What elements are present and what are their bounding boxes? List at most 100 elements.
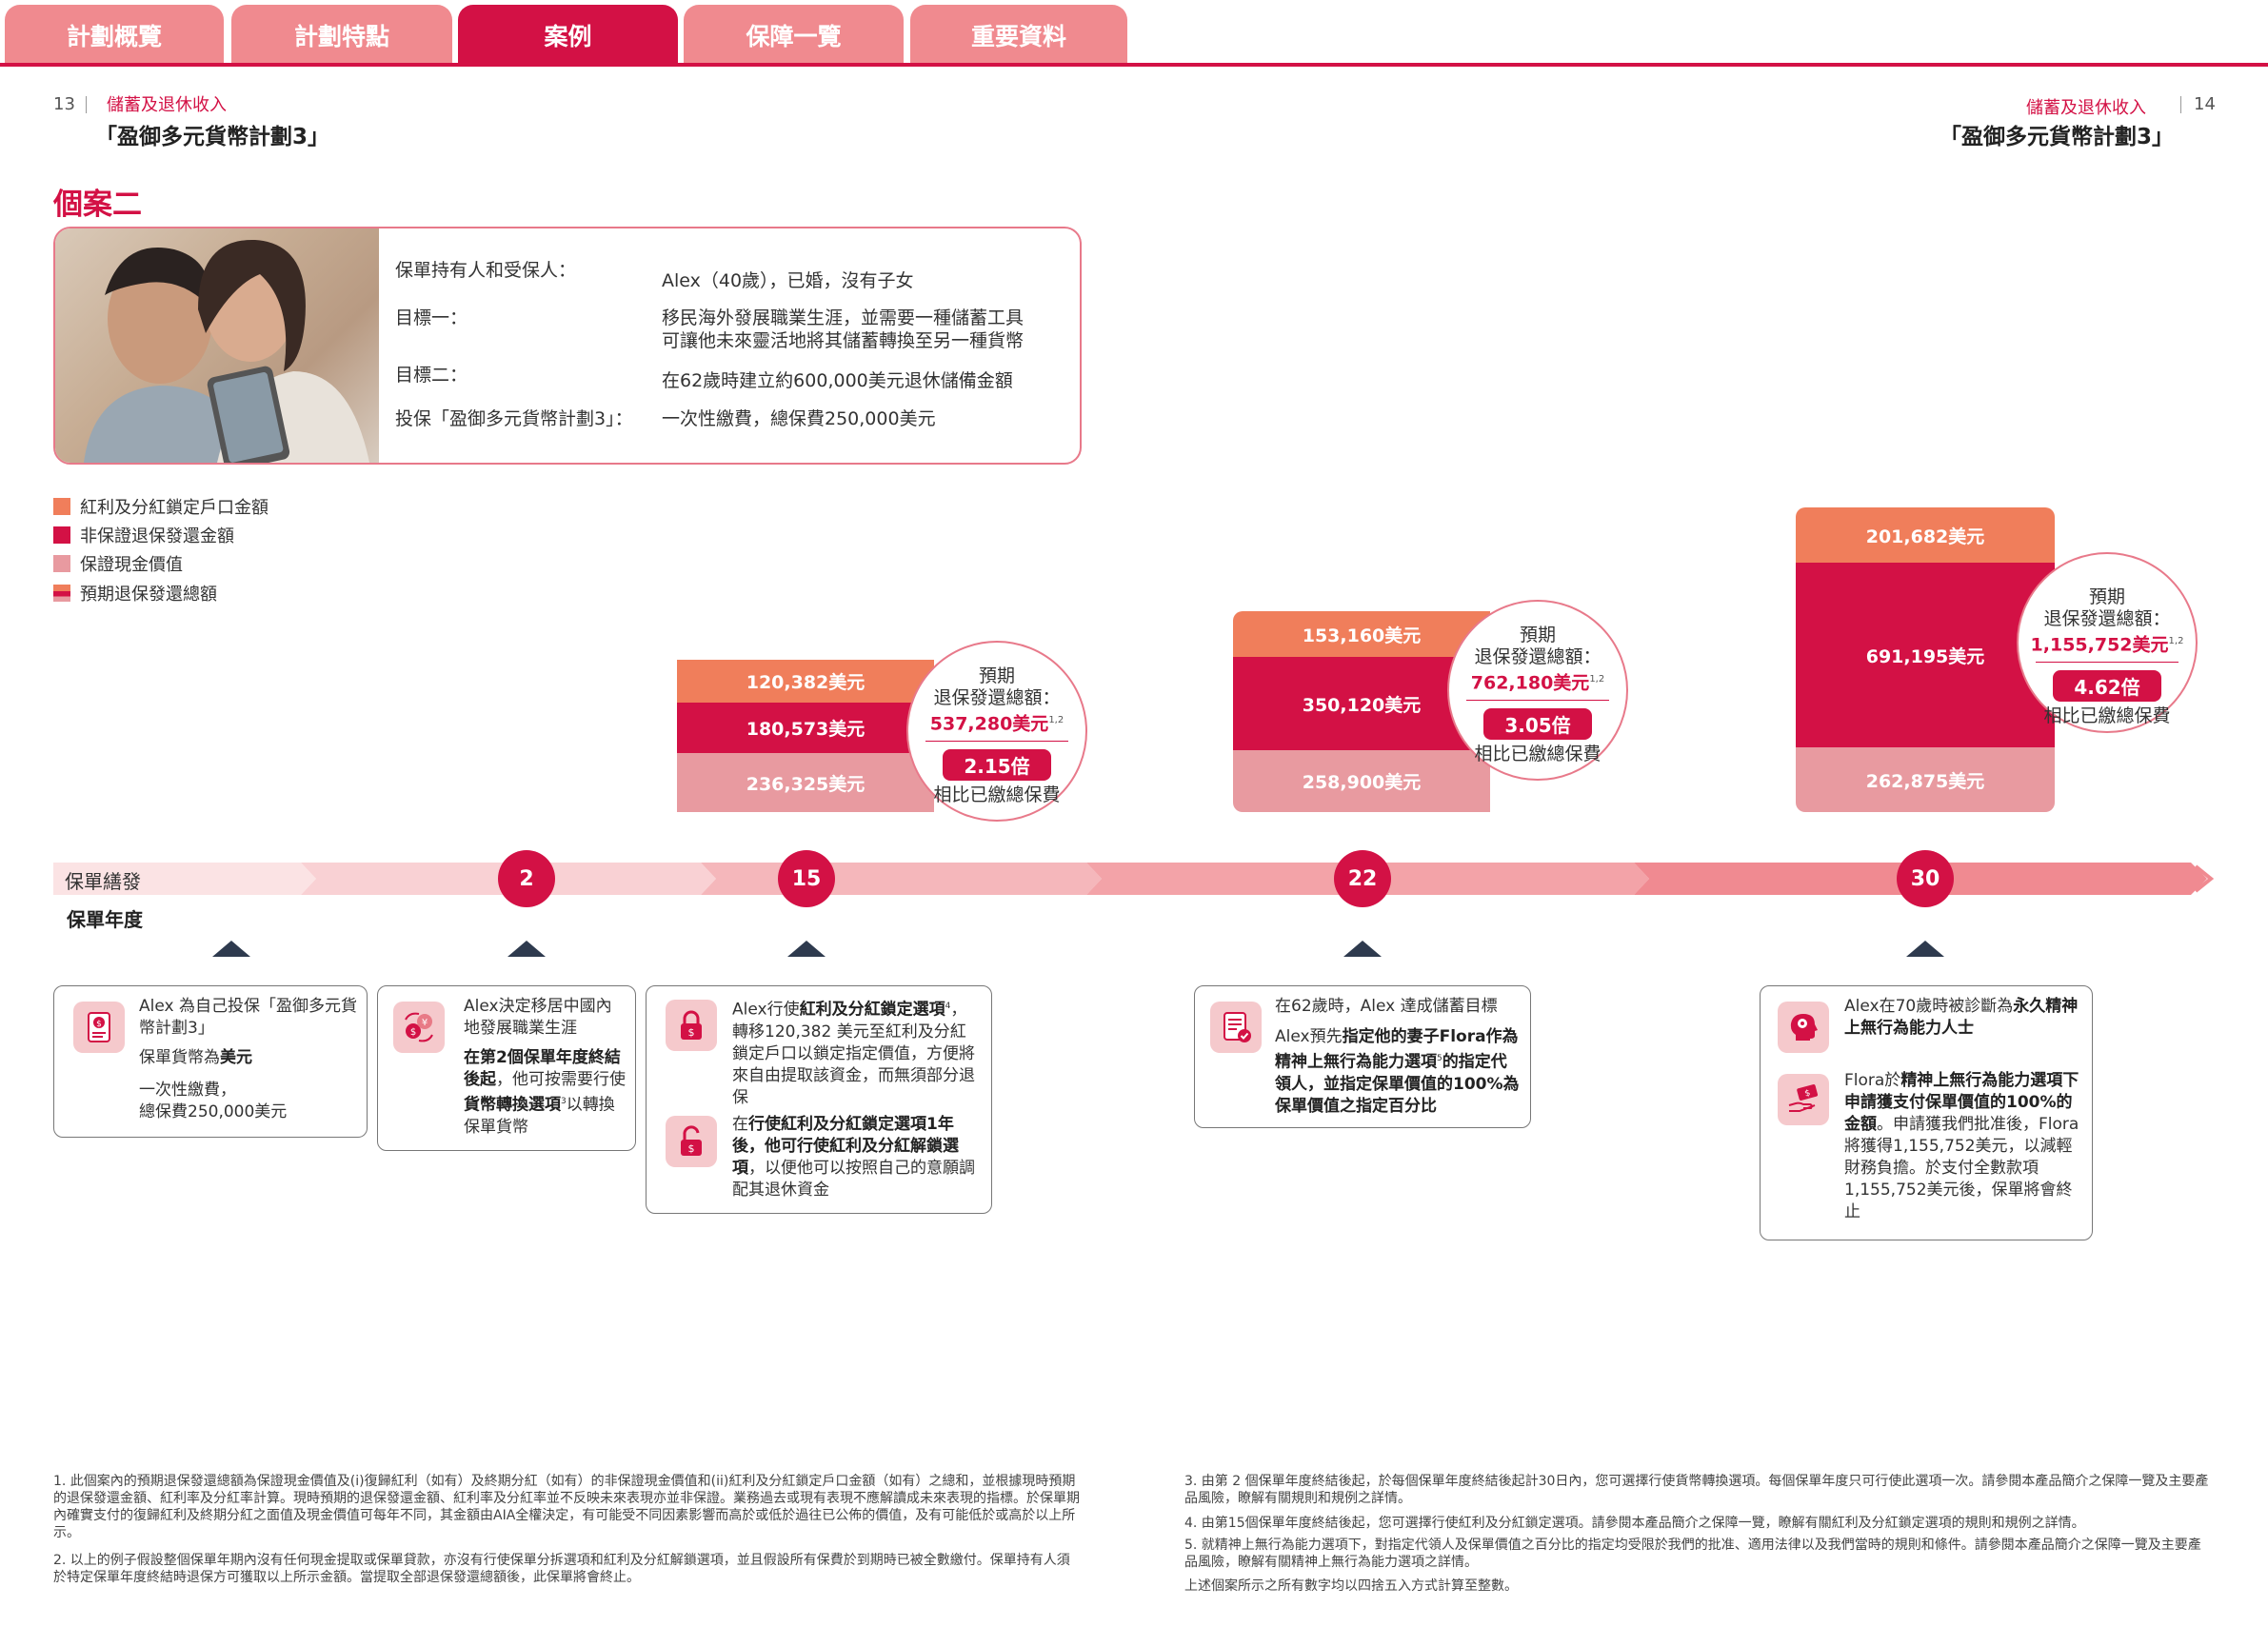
profile-label-enrol: 投保「盈御多元貨幣計劃3」： xyxy=(395,408,633,429)
bar-yr15-cash: 236,325美元 xyxy=(677,753,934,812)
legend-label: 紅利及分紅鎖定戶口金額 xyxy=(80,498,269,518)
profile-label-goal1: 目標一： xyxy=(395,308,468,328)
circle-total: 537,280美元1,2 xyxy=(929,713,1064,735)
case-title: 個案二 xyxy=(53,188,142,222)
head-brain-icon xyxy=(1778,1002,1829,1053)
plan-title-right: 「盈御多元貨幣計劃3」 xyxy=(1940,125,2175,149)
legend-label: 保證現金價值 xyxy=(80,555,183,575)
section-label-left: 儲蓄及退休收入 xyxy=(107,95,227,115)
profile-box: 保單持有人和受保人： Alex（40歲），已婚，沒有子女 目標一： 移民海外發展… xyxy=(53,227,1082,465)
timeline-node-year-22: 22 xyxy=(1334,850,1391,907)
bar-yr30-total-circle: 預期 退保發還總額： 1,155,752美元1,2 4.62倍 相比已繳總保費 xyxy=(2017,552,2198,733)
card-text: Alex行使紅利及分紅鎖定選項4，轉移120,382 美元至紅利及分紅鎖定戶口以… xyxy=(732,1000,975,1107)
footnote-2: 2. 以上的例子假設整個保單年期內沒有任何現金提取或保單貸款，亦沒有行使保單分拆… xyxy=(53,1553,1070,1585)
padlock-unlocked-icon: $ xyxy=(666,1116,717,1167)
profile-value-goal2: 在62歲時建立約600,000美元退休儲備金額 xyxy=(662,370,1013,391)
circle-divider xyxy=(925,741,1068,743)
circle-divider xyxy=(2036,662,2178,664)
svg-text:$: $ xyxy=(410,1027,416,1038)
event-card-incapacity: Alex在70歲時被診斷為永久精神上無行為能力人士 $ Flora於精神上無行為… xyxy=(1760,985,2093,1240)
tab-plan-features[interactable]: 計劃特點 xyxy=(231,5,452,65)
card-text: Alex在70歲時被診斷為永久精神上無行為能力人士 xyxy=(1844,997,2079,1038)
card-text: Alex決定移居中國內地發展職業生涯 xyxy=(464,997,612,1038)
profile-value-policyholder: Alex（40歲），已婚，沒有子女 xyxy=(662,270,914,291)
pointer-triangle xyxy=(1343,941,1382,957)
circle-subtitle: 退保發還總額： xyxy=(933,687,1061,708)
pointer-triangle xyxy=(1906,941,1944,957)
circle-subtitle: 退保發還總額： xyxy=(2043,608,2171,629)
section-label-right: 儲蓄及退休收入 xyxy=(2026,98,2146,118)
legend-item-guaranteed-cash: 保證現金價值 xyxy=(53,551,183,576)
tab-plan-overview[interactable]: 計劃概覽 xyxy=(5,5,224,65)
padlock-locked-icon: $ xyxy=(666,1000,717,1051)
bar-yr22-total-circle: 預期 退保發還總額： 762,180美元1,2 3.05倍 相比已繳總保費 xyxy=(1447,600,1628,781)
bar-yr15-lock: 120,382美元 xyxy=(677,660,934,703)
bar-yr22-lock: 153,160美元 xyxy=(1233,611,1490,657)
bar-yr15-nonguar: 180,573美元 xyxy=(677,703,934,753)
profile-label-policyholder: 保單持有人和受保人： xyxy=(395,260,577,281)
header-divider-right xyxy=(2180,96,2181,113)
legend-item-lock-account: 紅利及分紅鎖定戶口金額 xyxy=(53,494,269,519)
profile-label-goal2: 目標二： xyxy=(395,365,468,386)
legend-label: 非保證退保發還金額 xyxy=(80,526,234,546)
legend-swatch xyxy=(53,585,70,602)
timeline-node-year-2: 2 xyxy=(498,850,555,907)
tab-benefits[interactable]: 保障一覽 xyxy=(684,5,904,65)
profile-value-goal1: 移民海外發展職業生涯，並需要一種儲蓄工具 可讓他未來靈活地將其儲蓄轉換至另一種貨… xyxy=(662,308,1025,351)
card-text: Alex 為自己投保「盈御多元貨幣計劃3」 xyxy=(139,997,357,1038)
couple-photo xyxy=(55,228,379,463)
svg-text:$: $ xyxy=(1803,1088,1811,1099)
card-text: 在行使紅利及分紅鎖定選項1年後，他可行使紅利及分紅解鎖選項，以便他可以按照自己的… xyxy=(732,1115,975,1200)
legend-item-nonguaranteed: 非保證退保發還金額 xyxy=(53,523,234,547)
timeline-node-year-15: 15 xyxy=(778,850,835,907)
svg-text:$: $ xyxy=(688,1026,695,1039)
circle-compare-text: 相比已繳總保費 xyxy=(2043,705,2171,727)
circle-total: 762,180美元1,2 xyxy=(1470,672,1605,694)
circle-title: 預期 xyxy=(1519,625,1556,645)
currency-exchange-icon: $¥ xyxy=(393,1002,445,1053)
event-card-relocation: $¥ Alex決定移居中國內地發展職業生涯 在第2個保單年度終結後起，他可按需要… xyxy=(377,985,636,1151)
circle-subtitle: 退保發還總額： xyxy=(1474,646,1602,667)
legend-swatch xyxy=(53,498,70,515)
bar-yr30-nonguar: 691,195美元 xyxy=(1796,563,2055,747)
event-card-policy-issue: $ Alex 為自己投保「盈御多元貨幣計劃3」 保單貨幣為美元 一次性繳費， 總… xyxy=(53,985,368,1138)
tab-underline xyxy=(0,63,2268,67)
footnote-4: 4. 由第15個保單年度終結後起，您可選擇行使紅利及分紅鎖定選項。請參閱本產品簡… xyxy=(1184,1516,2085,1531)
card-text: 一次性繳費， xyxy=(139,1081,236,1100)
circle-total: 1,155,752美元1,2 xyxy=(2030,634,2184,656)
card-text: Flora於精神上無行為能力選項下申請獲支付保單價值的100%的金額。申請獲我們… xyxy=(1844,1071,2079,1221)
tab-important-info[interactable]: 重要資料 xyxy=(910,5,1127,65)
pointer-triangle xyxy=(212,941,250,957)
tab-cases[interactable]: 案例 xyxy=(458,5,678,65)
page-number-left: 13 xyxy=(53,94,75,114)
pointer-triangle xyxy=(787,941,826,957)
circle-multiple-badge: 3.05倍 xyxy=(1483,708,1592,741)
card-text: 在62歲時，Alex 達成儲蓄目標 xyxy=(1275,997,1498,1016)
legend-label: 預期退保發還總額 xyxy=(80,585,217,605)
legend-item-expected-total: 預期退保發還總額 xyxy=(53,581,217,605)
footnote-5: 5. 就精神上無行為能力選項下，對指定代領人及保單價值之百分比的指定均受限於我們… xyxy=(1184,1538,2201,1570)
bar-yr22-cash: 258,900美元 xyxy=(1233,750,1490,812)
bar-yr15-total-circle: 預期 退保發還總額： 537,280美元1,2 2.15倍 相比已繳總保費 xyxy=(906,641,1087,822)
timeline-axis-label: 保單年度 xyxy=(67,908,143,931)
svg-text:¥: ¥ xyxy=(422,1018,428,1028)
footnote-1: 1. 此個案內的預期退保發還總額為保證現金價值及(i)復歸紅利（如有）及終期分紅… xyxy=(53,1474,1080,1540)
bar-yr22-nonguar: 350,120美元 xyxy=(1233,657,1490,750)
circle-compare-text: 相比已繳總保費 xyxy=(1474,744,1602,765)
profile-value-enrol: 一次性繳費，總保費250,000美元 xyxy=(662,408,936,429)
footnote-3: 3. 由第 2 個保單年度終結後起，於每個保單年度終結後起計30日內，您可選擇行… xyxy=(1184,1474,2209,1506)
hand-money-icon: $ xyxy=(1778,1074,1829,1125)
legend-swatch xyxy=(53,526,70,544)
circle-compare-text: 相比已繳總保費 xyxy=(933,784,1061,806)
circle-title: 預期 xyxy=(978,665,1015,686)
header-divider-left xyxy=(86,96,87,113)
card-text: 總保費250,000美元 xyxy=(139,1102,288,1121)
document-check-icon xyxy=(1210,1002,1262,1053)
rounding-note: 上述個案所示之所有數字均以四捨五入方式計算至整數。 xyxy=(1184,1578,1518,1594)
bar-yr30-lock: 201,682美元 xyxy=(1796,507,2055,563)
timeline-band xyxy=(53,863,2215,895)
timeline-start-label: 保單繕發 xyxy=(65,870,141,893)
event-card-lock-option: $ Alex行使紅利及分紅鎖定選項4，轉移120,382 美元至紅利及分紅鎖定戶… xyxy=(646,985,992,1214)
svg-text:$: $ xyxy=(96,1020,102,1029)
page-number-right: 14 xyxy=(2194,94,2216,114)
